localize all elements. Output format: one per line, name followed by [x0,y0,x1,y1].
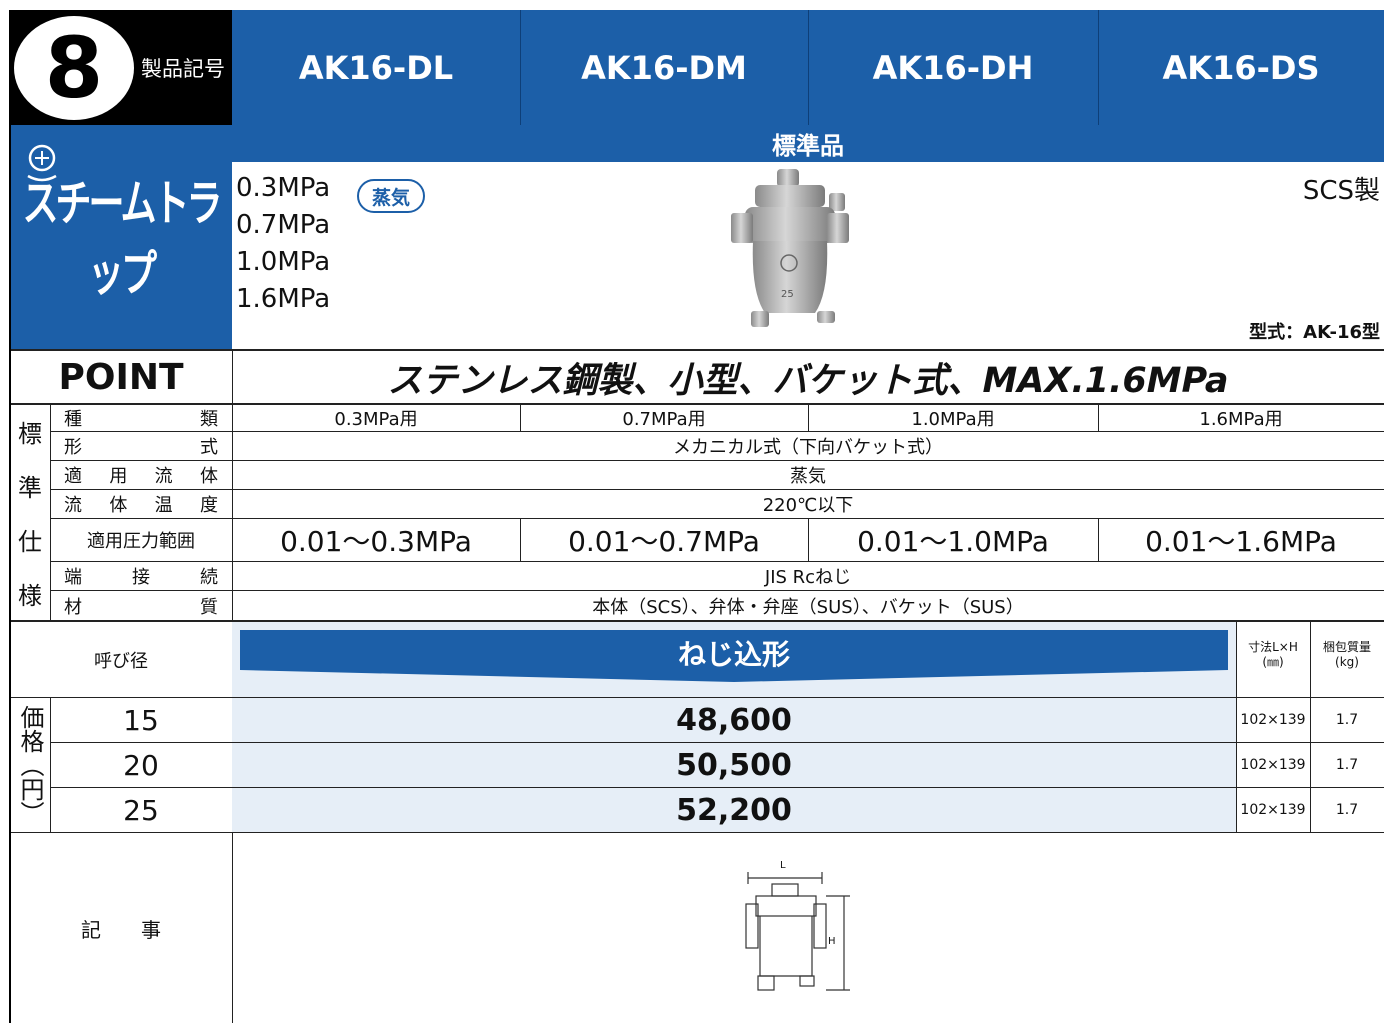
model-dm: AK16-DM [581,48,747,87]
weight-header: 梱包質量(kg) [1322,640,1371,669]
spec-label-form: 形式 [64,437,218,458]
material-note: SCS製 [1302,176,1380,206]
pressure-list: 0.3MPa 0.7MPa 1.0MPa 1.6MPa [236,170,396,340]
spec-pressure-value: 0.01～0.7MPa [568,525,760,558]
spec-material-value: 本体（SCS）、弁体・弁座（SUS）、バケット（SUS） [592,596,1024,618]
spec-label-type: 種類 [64,409,218,430]
spec-side-char: 様 [18,581,42,610]
svg-text:25: 25 [781,289,794,300]
dimension-drawing: L H [740,858,860,1003]
code-label: 製品記号 [141,56,225,81]
thread-type-banner: ねじ込形 [240,630,1228,682]
nominal-size-label: 呼び径 [94,650,148,672]
spec-label-fluid: 適用流体 [64,466,218,487]
drawing-label-l: L [780,860,786,871]
price-weight: 1.7 [1335,712,1359,728]
price-dim: 102×139 [1240,757,1306,773]
spec-side-char: 準 [18,474,42,503]
spec-pressure-value: 0.01～1.0MPa [857,525,1049,558]
pressure-item: 1.6MPa [236,284,331,314]
spec-label-temp: 流体温度 [64,495,218,516]
category-title: スチームトラップ [22,176,223,303]
price-size: 15 [123,703,159,737]
price-dim: 102×139 [1240,802,1306,818]
spec-form-value: メカニカル式（下向バケット式） [673,437,943,458]
spec-type-value: 1.0MPa用 [911,409,995,430]
category-panel [10,125,232,349]
price-weight: 1.7 [1335,802,1359,818]
spec-type-value: 0.7MPa用 [622,409,706,430]
spec-fluid-value: 蒸気 [790,466,826,487]
price-value: 52,200 [232,788,1236,832]
dim-header: 寸法L×H(㎜) [1248,640,1298,669]
price-size: 20 [123,748,159,782]
product-image: 25 [725,163,855,333]
model-dl: AK16-DL [298,48,454,87]
spec-type-value: 1.6MPa用 [1199,409,1283,430]
drawing-label-h: H [828,936,836,947]
spec-side-label: 標 準 仕 様 [10,405,50,620]
model-ds: AK16-DS [1162,48,1320,87]
price-value: 48,600 [232,698,1236,742]
spec-pressure-value: 0.01～1.6MPa [1145,525,1337,558]
pressure-item: 1.0MPa [236,247,331,277]
spec-label-pressure: 適用圧力範囲 [87,531,195,552]
point-label: POINT [58,356,184,398]
spec-type-value: 0.3MPa用 [334,409,418,430]
badge-number: 8 [14,16,134,120]
company-logo-icon [22,140,62,184]
point-text: ステンレス鋼製、小型、バケット式、MAX.1.6MPa [387,360,1229,401]
spec-pressure-value: 0.01～0.3MPa [280,525,472,558]
price-side-label: 価格（円） [16,705,44,825]
spec-label-material: 材質 [64,596,218,618]
fluid-badge: 蒸気 [357,179,425,213]
spec-side-char: 仕 [18,527,42,556]
pressure-item: 0.7MPa [236,210,331,240]
price-weight: 1.7 [1335,757,1359,773]
notes-label: 記 事 [81,917,161,942]
type-note: 型式：AK-16型 [1249,322,1380,343]
spec-temp-value: 220℃以下 [762,495,854,516]
spec-connection-value: JIS Rcねじ [764,567,852,588]
pressure-item: 0.3MPa [236,173,331,203]
spec-side-char: 標 [18,420,42,449]
price-dim: 102×139 [1240,712,1306,728]
price-value: 50,500 [232,743,1236,787]
model-dh: AK16-DH [872,48,1034,87]
spec-label-connection: 端接続 [64,567,218,588]
standard-label: 標準品 [232,125,1384,162]
price-size: 25 [123,793,159,827]
